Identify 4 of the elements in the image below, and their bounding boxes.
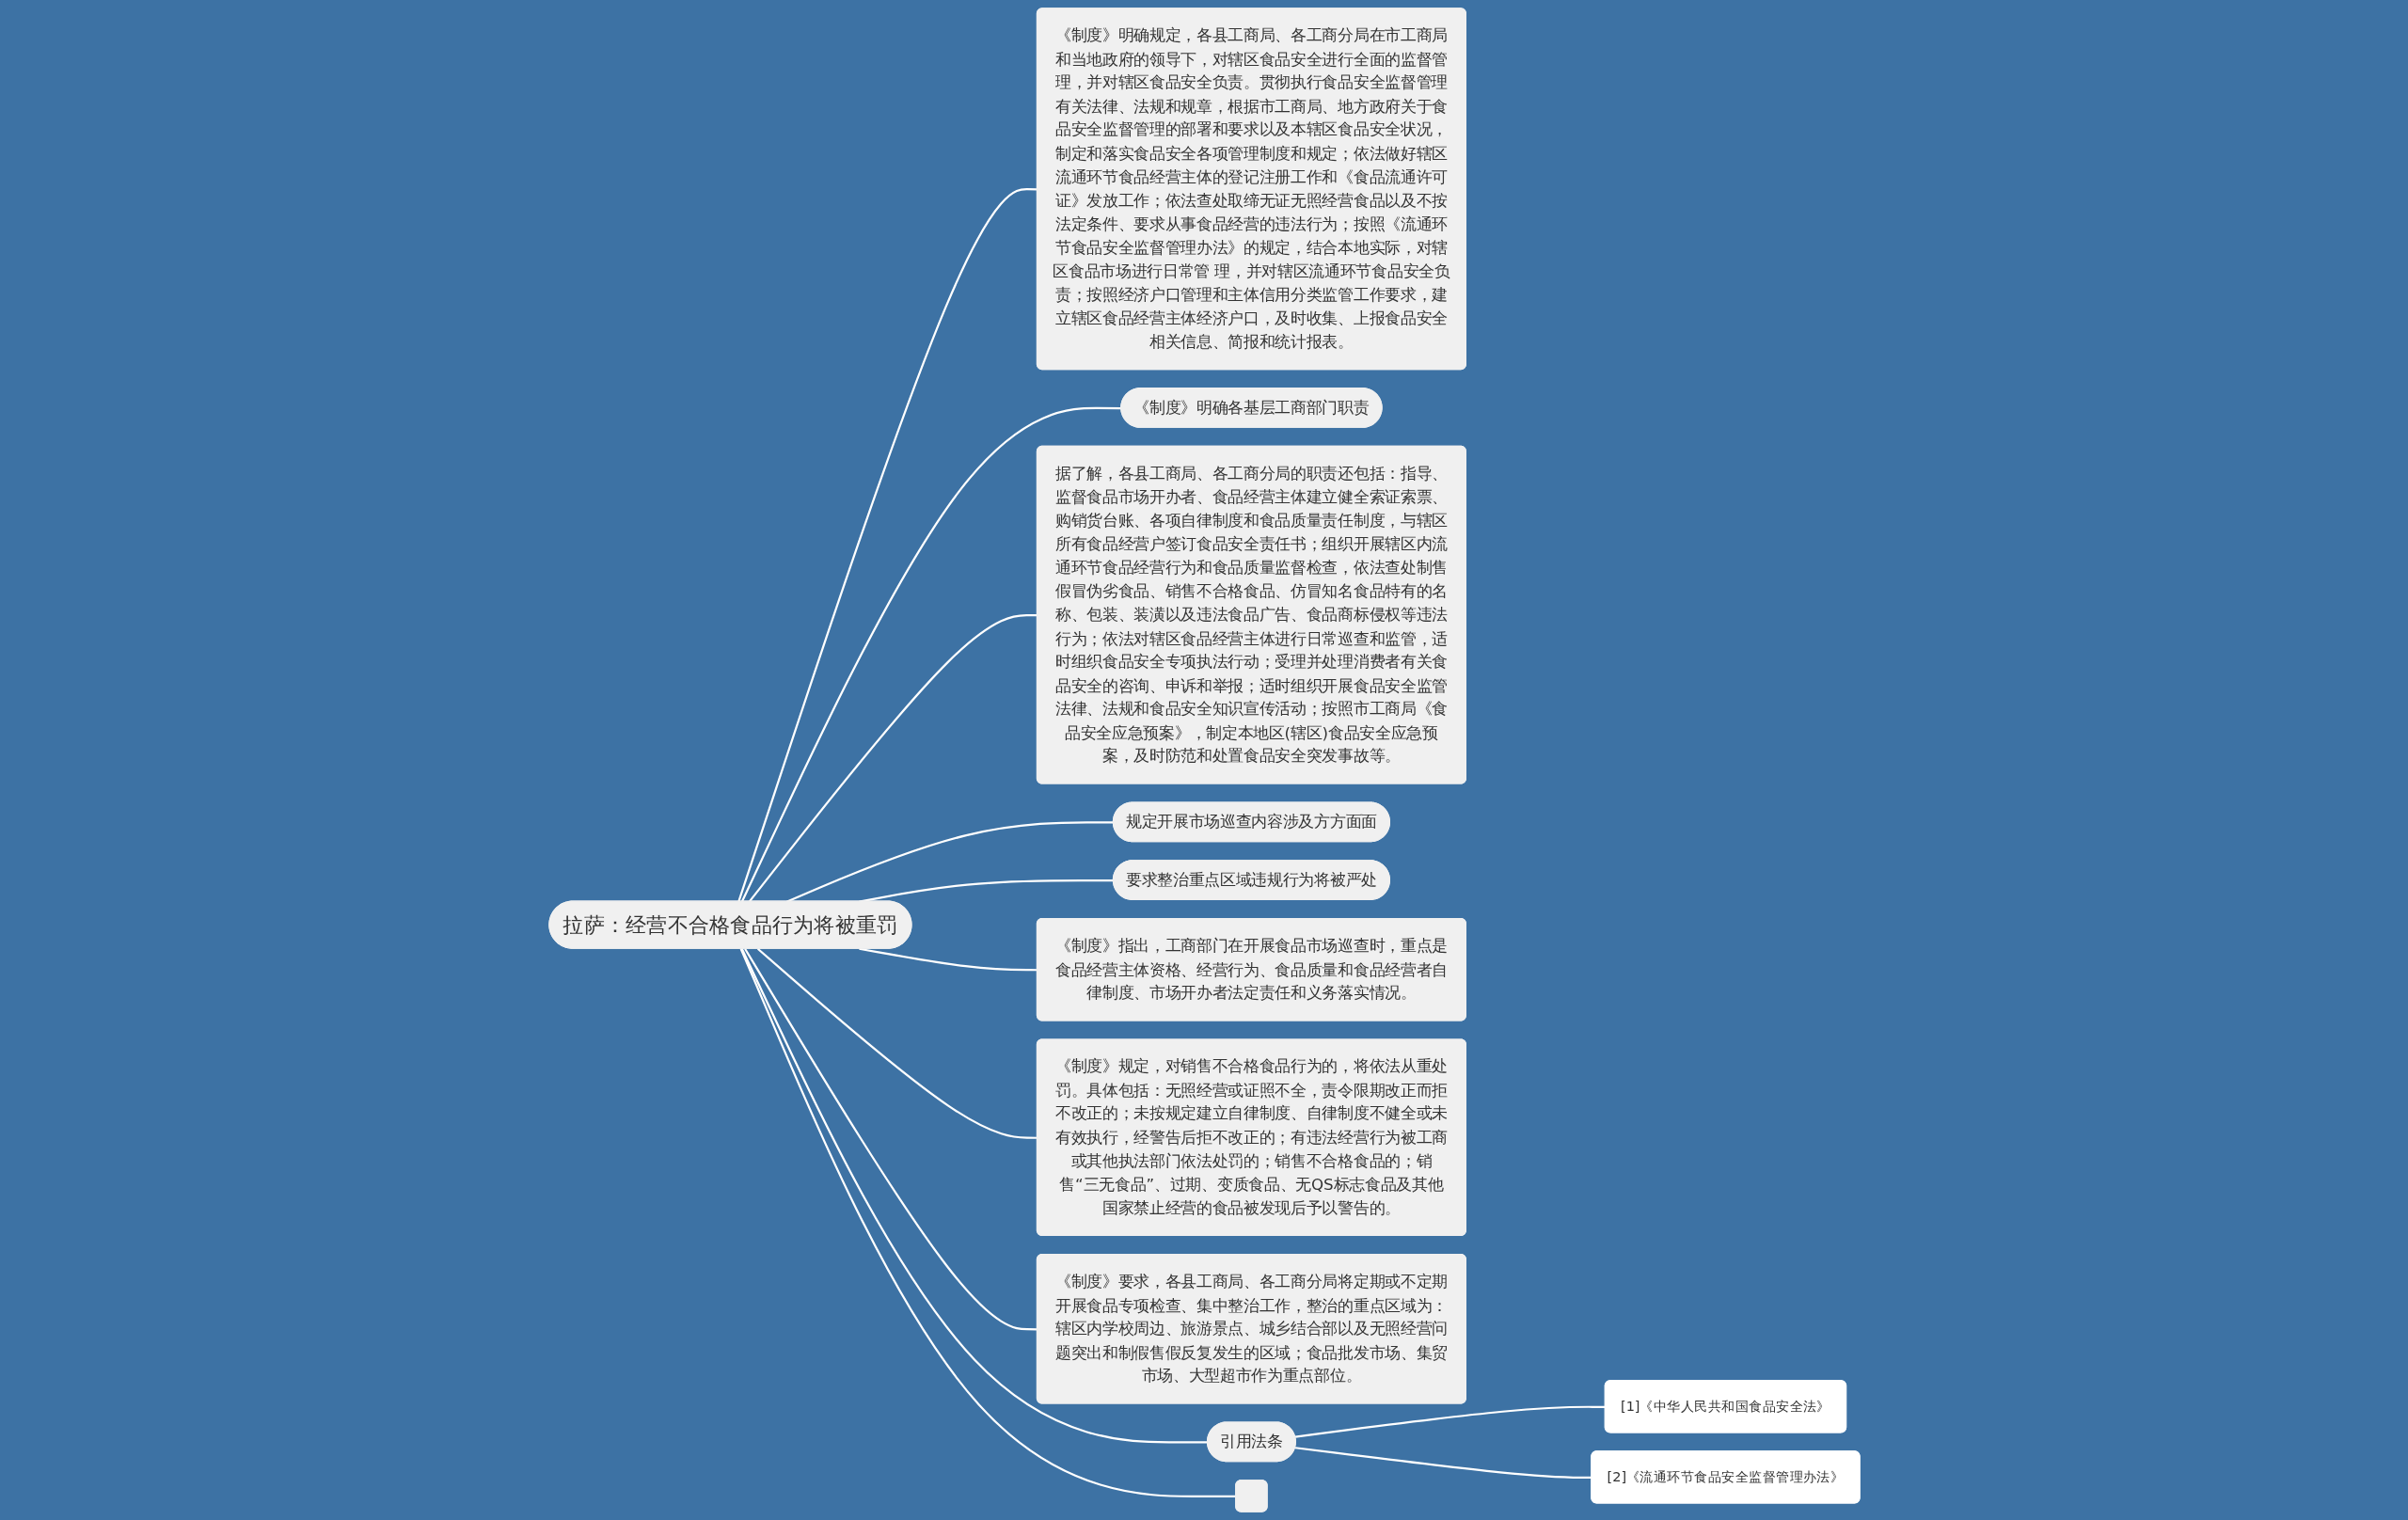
connector: [739, 948, 1236, 1498]
connector: [740, 406, 1121, 903]
connector: [740, 948, 1208, 1444]
connector: [1294, 1447, 1592, 1480]
